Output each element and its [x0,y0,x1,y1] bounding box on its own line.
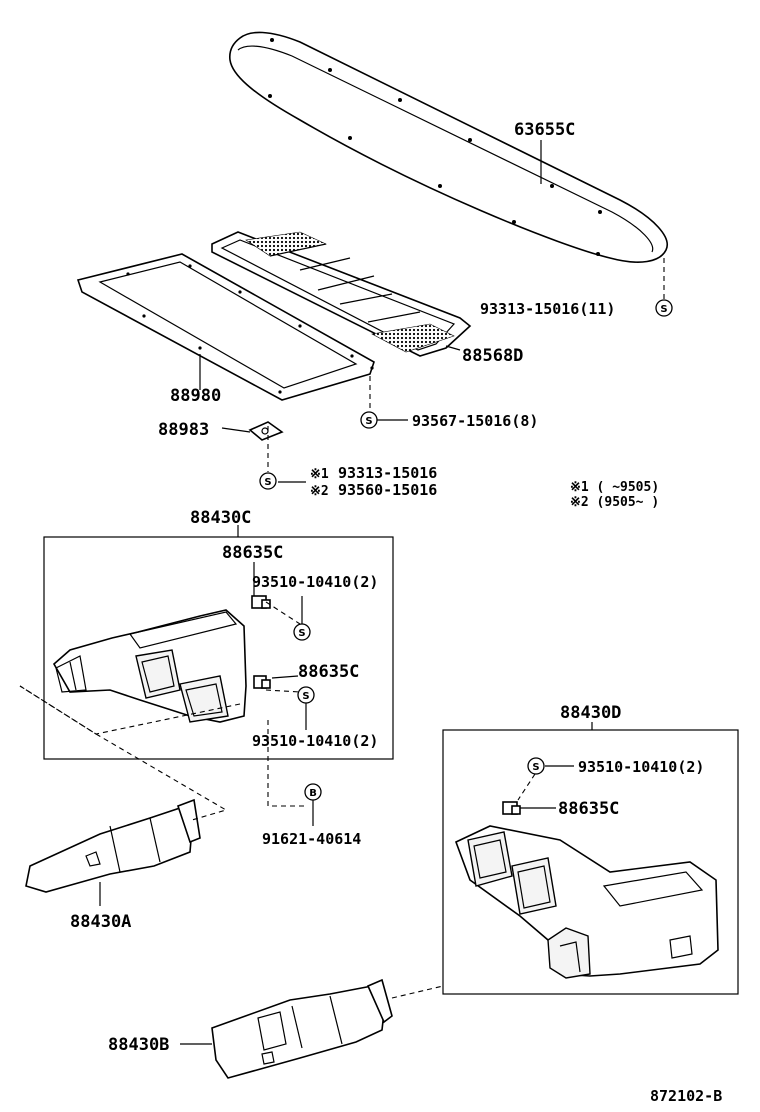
clip-88635c-b [253,675,271,689]
label-88430a: 88430A [70,912,131,932]
label-93313-11: 93313-15016(11) [480,300,615,318]
label-88635c-a: 88635C [222,543,283,563]
symbol-b-1: B [304,783,322,801]
diagram-id: 872102-B [650,1087,722,1105]
label-63655c: 63655C [514,120,575,140]
symbol-s-5: S [297,686,315,704]
label-93313: 93313-15016 [338,464,437,482]
duct-88430a [25,798,201,893]
label-93560: 93560-15016 [338,481,437,499]
label-88430b: 88430B [108,1035,169,1055]
label-93510-c: 93510-10410(2) [578,758,704,776]
label-mark2: ※2 [310,484,329,499]
label-93510-b: 93510-10410(2) [252,732,378,750]
cover-panel-63655c [229,31,668,263]
symbol-s-3: S [259,472,277,490]
clip-88635c-a [251,595,271,609]
label-93567: 93567-15016(8) [412,412,538,430]
clip-88635c-c [502,801,521,815]
duct-88430c [52,609,247,723]
svg-text:S: S [264,477,271,488]
group-box-88430c [43,536,394,760]
duct-88430b [211,978,393,1079]
label-91621: 91621-40614 [262,830,361,848]
label-88635c-c: 88635C [558,799,619,819]
svg-text:S: S [365,416,372,427]
symbol-s-2: S [360,411,378,429]
svg-text:B: B [309,788,317,799]
vent-grille-88568d [211,231,472,357]
symbol-s-1: S [655,299,673,317]
svg-text:S: S [298,628,305,639]
label-93510-a: 93510-10410(2) [252,573,378,591]
symbol-s-6: S [527,757,545,775]
duct-88430d [454,825,719,979]
leader-lines [19,140,665,1045]
group-box-88430d [442,729,739,995]
label-88430d: 88430D [560,703,621,723]
label-mark1: ※1 [310,467,329,482]
label-88430c: 88430C [190,508,251,528]
svg-text:S: S [660,304,667,315]
frame-gasket-88980 [76,253,375,401]
svg-text:S: S [532,762,539,773]
note-2: ※2 (9505~ ) [570,495,659,510]
label-88980: 88980 [170,386,221,406]
bracket-88983 [248,421,284,441]
note-1: ※1 ( ~9505) [570,480,659,495]
symbol-s-4: S [293,623,311,641]
label-88635c-b: 88635C [298,662,359,682]
svg-text:S: S [302,691,309,702]
label-88568d: 88568D [462,346,523,366]
label-88983: 88983 [158,420,209,440]
